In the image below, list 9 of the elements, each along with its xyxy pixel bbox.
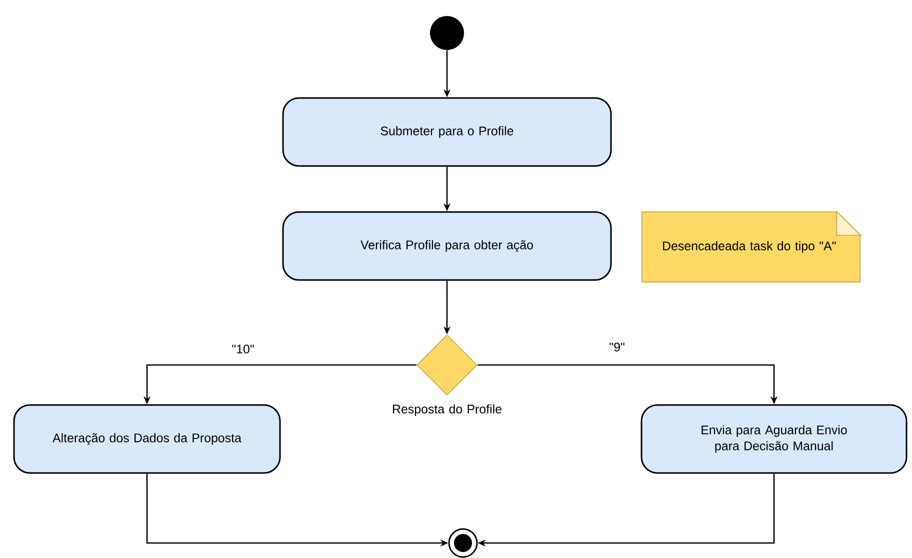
final-node (448, 528, 478, 558)
action-box: Verifica Profile para obter ação (282, 211, 612, 281)
action-box: Alteração dos Dados da Proposta (13, 404, 281, 474)
action-box: Submeter para o Profile (282, 97, 612, 167)
initial-node (430, 16, 464, 50)
edge-label: "9" (608, 342, 626, 352)
edge-label: "10" (230, 344, 256, 354)
action-box: Envia para Aguarda Envio para Decisão Manual (640, 404, 908, 474)
node-caption: Resposta do Profile (393, 404, 502, 416)
